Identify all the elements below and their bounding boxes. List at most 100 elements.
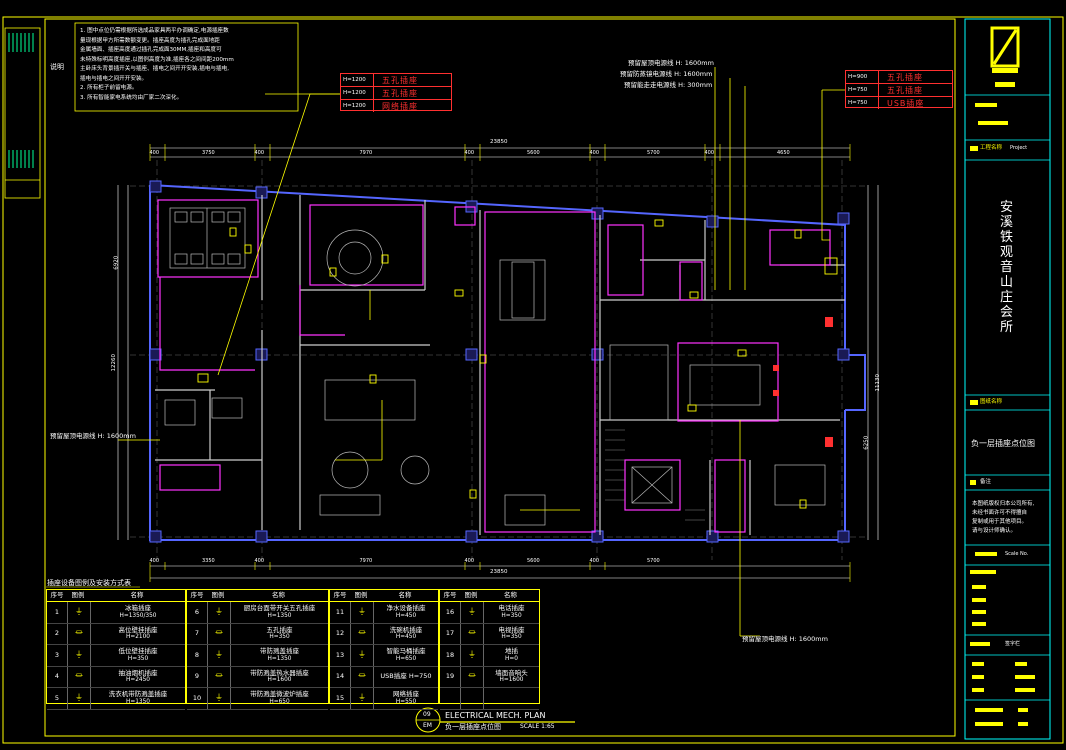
legend-name: 带防溅盖微波炉插座 — [250, 690, 309, 699]
dim-segment: 5600 — [527, 558, 540, 564]
legend-number: 1 — [47, 602, 68, 623]
legend-name: 净水设备插座 — [386, 604, 426, 613]
legend-title: 插座设备图例及安装方式表 — [47, 579, 131, 587]
callout-name: 五孔插座 — [382, 88, 418, 98]
dim-segment: 400 — [254, 150, 265, 156]
notes-line: 主卧床头背景插开关与插座、插电之间开开安装,插电与插电, — [80, 66, 229, 72]
dim-top-total: 23850 — [490, 139, 508, 145]
legend-height: H=350 — [501, 634, 522, 641]
outlet-symbol-icon: ⏚ — [461, 602, 484, 623]
legend-number: 4 — [47, 666, 68, 687]
dim-segment: 400 — [464, 150, 475, 156]
outlet-symbol-icon: ⏚ — [351, 645, 374, 666]
legend-height: H=1350 — [267, 612, 292, 619]
legend-height: H=1350 — [126, 698, 150, 705]
legend-number: 11 — [330, 602, 351, 623]
outlet-symbol-icon: ⏚ — [68, 645, 91, 666]
outlet-symbol-icon: ⏚ — [208, 645, 231, 666]
outlet-symbol-icon: ⏚ — [68, 602, 91, 623]
outlet-symbols — [197, 219, 838, 509]
legend-height: H=450 — [395, 634, 417, 641]
tb-project-name: 安溪铁观音山庄会所 — [1000, 200, 1014, 335]
legend-name: 洗碗机插座 — [389, 625, 423, 634]
legend-header: 图例 — [464, 591, 478, 599]
title-block-fills — [970, 103, 1035, 726]
drawing-number: 09 — [423, 711, 431, 718]
outlet-symbol-icon: ⏚ — [461, 645, 484, 666]
notes-line: 3. 所有智能家电系统均由厂家二次深化。 — [80, 94, 183, 101]
legend-height: H=1600 — [499, 677, 524, 684]
callout-name: 五孔插座 — [382, 75, 418, 85]
callout-height: H=1200 — [341, 100, 374, 112]
callout-height: H=900 — [846, 71, 879, 83]
outlet-symbol-icon: ⏛ — [68, 623, 91, 644]
legend-height: H=550 — [395, 698, 417, 705]
callout-name: USB插座 — [887, 98, 925, 108]
legend-height: H=2100 — [126, 634, 150, 641]
logo-mark — [990, 26, 1020, 87]
legend-number — [440, 688, 461, 709]
notes-label: 说明 — [50, 63, 64, 71]
legend-row: 14⏛USB插座 H=750 — [330, 666, 438, 688]
outlet-symbol-icon: ⏛ — [208, 666, 231, 687]
legend-number: 2 — [47, 623, 68, 644]
dim-left: 6920 — [113, 255, 120, 270]
callout-height: H=1200 — [341, 87, 374, 99]
tb-remarks: 本图纸版权归本公司所有,未经书面许可不得擅自复制或用于其他项目。请与设计师确认。 — [972, 500, 1046, 536]
legend-number: 13 — [330, 645, 351, 666]
outlet-symbol-icon: ⏚ — [68, 688, 91, 709]
legend-number: 14 — [330, 666, 351, 687]
legend-number: 10 — [187, 688, 208, 709]
notes-line: 1. 图中点位仍需根据所选成品家具两平办调确定,电源插座数 — [80, 28, 229, 34]
legend-header: 序号 — [190, 591, 204, 599]
legend-name: 冰箱插座 — [125, 604, 151, 613]
remark-line: 复制或用于其他项目。 — [972, 519, 1028, 525]
legend-height: H=650 — [269, 698, 290, 705]
notes-line: 插电与插电之间开开安装。 — [80, 75, 148, 82]
legend-name: 带防溅盖插座 — [260, 647, 299, 656]
drawing-sheet: EM — [423, 722, 432, 729]
legend-height: H=650 — [395, 655, 417, 662]
dim-bottom-total: 23850 — [490, 569, 508, 575]
tb-label-scale: Scale No. — [1005, 551, 1029, 557]
legend-header: 名称 — [272, 591, 285, 599]
top-note: 预留能走走电源线 H: 300mm — [624, 81, 713, 89]
legend-number: 6 — [187, 602, 208, 623]
remark-line: 未经书面许可不得擅自 — [972, 510, 1028, 516]
title-block-frame — [964, 18, 1051, 740]
legend-name: USB插座 H=750 — [380, 672, 432, 681]
outlet-symbol-icon: ⏚ — [208, 602, 231, 623]
remark-line: 请与设计师确认。 — [972, 528, 1017, 534]
annotations — [118, 67, 845, 637]
legend-name-cell: USB插座 H=750 — [374, 667, 438, 688]
left-strip-marks — [8, 33, 34, 168]
legend-height: H=1600 — [267, 677, 292, 684]
outer-frame — [2, 16, 1064, 744]
callout-name: 五孔插座 — [887, 72, 923, 82]
tb-label-sign: 签字栏 — [1005, 641, 1021, 647]
top-note: 预留屋顶电源线 H: 1600mm — [628, 59, 714, 67]
legend-name: 墙面音响头 — [495, 668, 528, 677]
